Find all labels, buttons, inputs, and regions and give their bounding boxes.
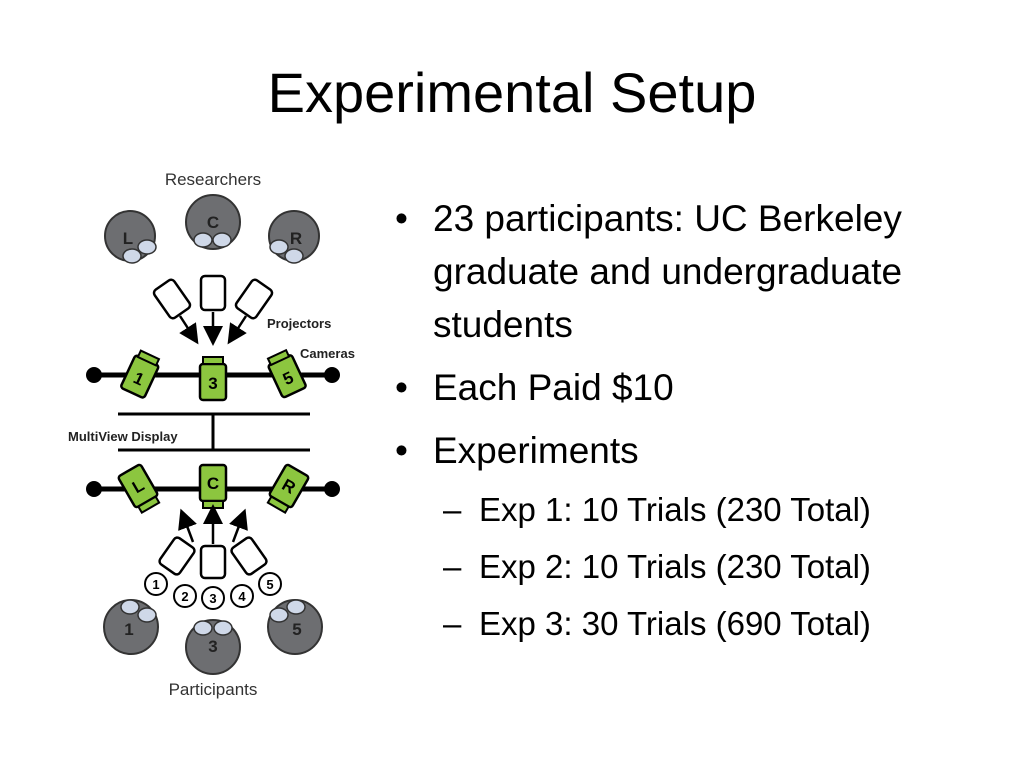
bullet-item: • Each Paid $10 (395, 361, 1015, 414)
participant-1: 1 (103, 599, 159, 655)
multiview-display-label: MultiView Display (68, 429, 178, 444)
researcher-right: R (268, 210, 320, 264)
researcher-right-letter: R (290, 229, 302, 248)
bottom-camera-l: L (117, 463, 161, 515)
participant-1-number: 1 (124, 620, 133, 639)
bullet-item: • 23 participants: UC Berkeley graduate … (395, 192, 1015, 351)
seat-5: 5 (258, 572, 282, 596)
researcher-left-letter: L (123, 229, 133, 248)
seat-1-number: 1 (152, 577, 159, 592)
sub-bullet-text: Exp 1: 10 Trials (230 Total) (479, 491, 871, 528)
setup-diagram: Researchers L C R Projectors Cameras (68, 170, 355, 699)
bullet-list: • 23 participants: UC Berkeley graduate … (395, 192, 1015, 662)
researcher-center: C (185, 194, 241, 250)
seat-1: 1 (144, 572, 168, 596)
bottom-camera-r: R (266, 463, 310, 515)
researcher-left: L (104, 210, 157, 264)
sub-bullet-text: Exp 3: 30 Trials (690 Total) (479, 605, 871, 642)
participant-3: 3 (185, 619, 241, 675)
seat-2: 2 (173, 584, 197, 608)
bottom-camera-c-letter: C (207, 474, 219, 493)
seat-3: 3 (201, 586, 225, 610)
bullet-text: 23 participants: UC Berkeley graduate an… (433, 198, 903, 345)
seat-5-number: 5 (266, 577, 273, 592)
slide-title: Experimental Setup (267, 61, 757, 124)
cameras-label: Cameras (300, 346, 355, 361)
projectors-label: Projectors (267, 316, 331, 331)
bottom-projectors (158, 504, 268, 580)
participant-5-number: 5 (292, 620, 301, 639)
bullet-text: Experiments (433, 430, 639, 471)
researchers-label: Researchers (165, 170, 261, 189)
researcher-center-letter: C (207, 213, 219, 232)
sub-bullet-text: Exp 2: 10 Trials (230 Total) (479, 548, 871, 585)
seat-3-number: 3 (209, 591, 216, 606)
sub-bullet-list: – Exp 1: 10 Trials (230 Total) – Exp 2: … (433, 481, 1015, 652)
sub-bullet-item: – Exp 3: 30 Trials (690 Total) (443, 595, 1015, 652)
bullet-marker: • (395, 198, 408, 239)
seat-4: 4 (230, 584, 254, 608)
seat-4-number: 4 (238, 589, 246, 604)
bullet-item: • Experiments – Exp 1: 10 Trials (230 To… (395, 424, 1015, 652)
bottom-camera-c: C (198, 463, 228, 509)
top-camera-3-number: 3 (208, 374, 217, 393)
participant-5: 5 (267, 599, 323, 655)
bullet-marker: • (395, 367, 408, 408)
sub-bullet-item: – Exp 1: 10 Trials (230 Total) (443, 481, 1015, 538)
sub-bullet-marker: – (443, 491, 462, 528)
top-camera-3: 3 (198, 356, 228, 402)
bullet-text: Each Paid $10 (433, 367, 674, 408)
sub-bullet-marker: – (443, 605, 462, 642)
seat-2-number: 2 (181, 589, 188, 604)
top-projectors (152, 274, 274, 346)
participants-label: Participants (169, 680, 258, 699)
multiview-display (118, 412, 310, 452)
sub-bullet-item: – Exp 2: 10 Trials (230 Total) (443, 538, 1015, 595)
top-camera-1: 1 (120, 349, 161, 399)
bullet-marker: • (395, 430, 408, 471)
participant-3-number: 3 (208, 637, 217, 656)
top-camera-5: 5 (266, 348, 307, 399)
sub-bullet-marker: – (443, 548, 462, 585)
